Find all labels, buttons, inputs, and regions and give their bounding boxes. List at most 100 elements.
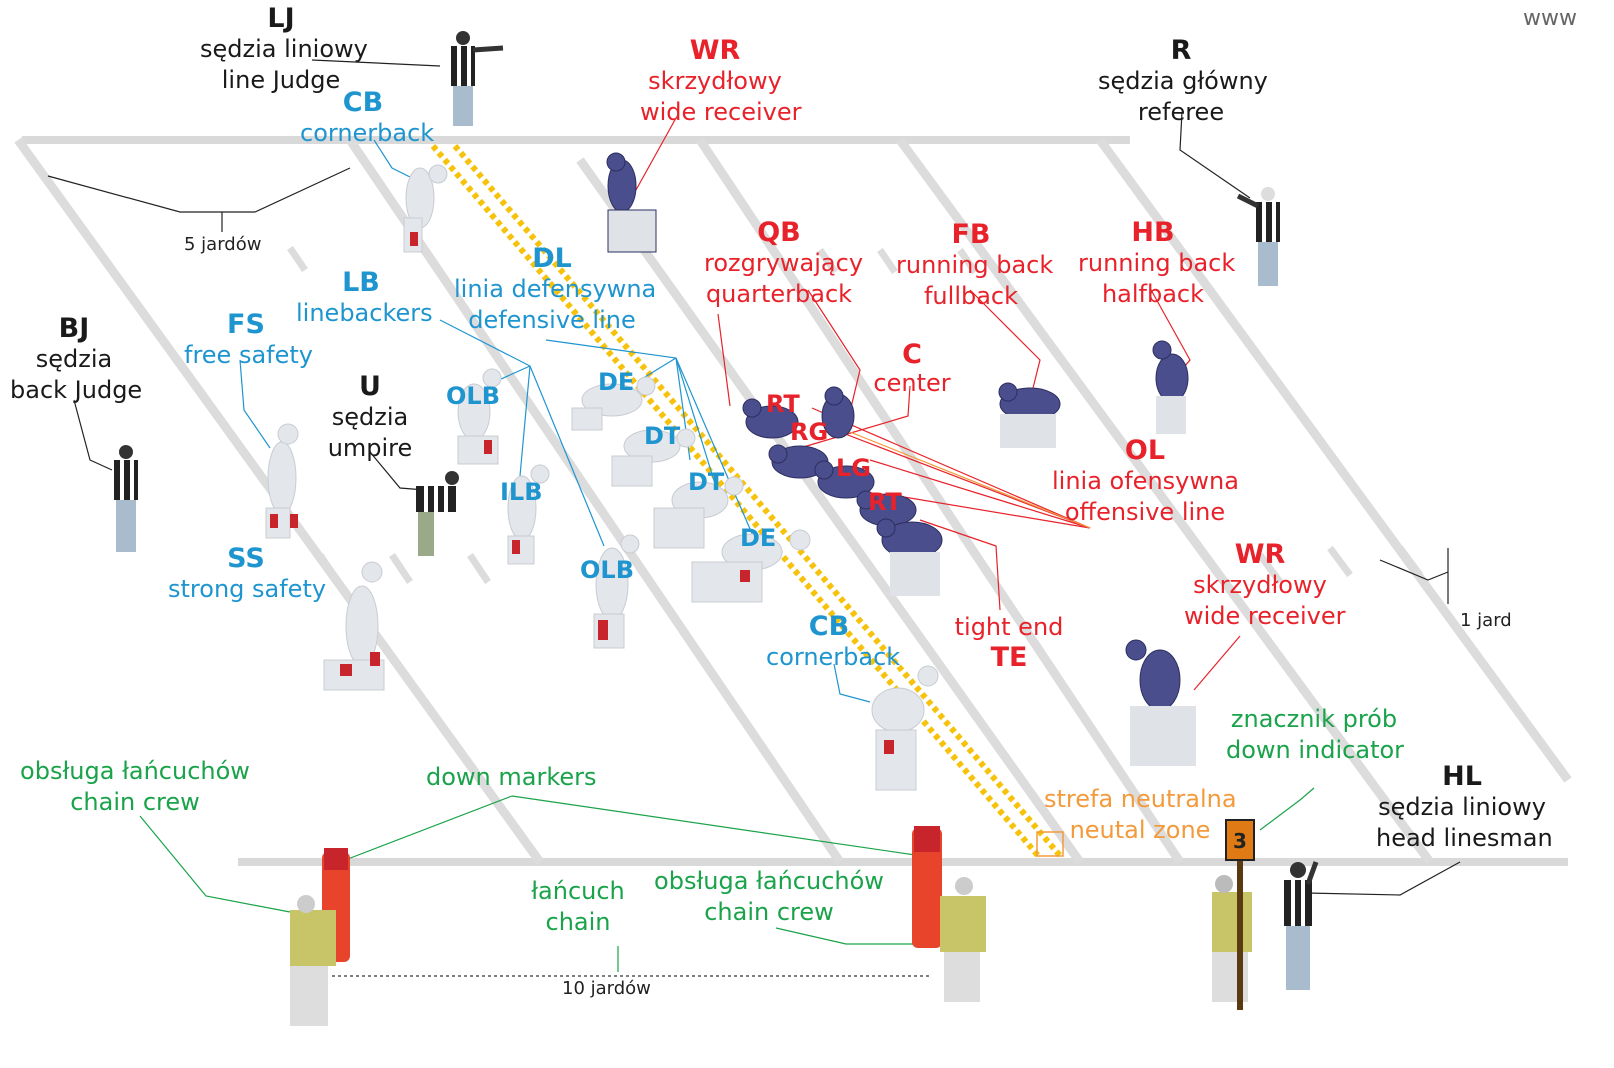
cb-bot-abbr: CB (808, 611, 850, 642)
crew-r-en: chain crew (704, 898, 834, 926)
center-label: C center (872, 339, 952, 397)
offense-pants (890, 396, 1196, 766)
head-linesman-label: HL sędzia liniowy head linesman (1376, 761, 1553, 854)
ol-label: OL linia ofensywna offensive line (1052, 436, 1239, 528)
umpire-label: U sędzia umpire (320, 372, 420, 464)
qb-label: QB rozgrywający quarterback (704, 217, 863, 310)
lj-en: line Judge (221, 66, 341, 94)
official-figures (114, 31, 1319, 990)
dl-abbr: DL (532, 243, 572, 274)
hb-line1: running back (1078, 249, 1236, 277)
c-abbr: C (902, 339, 922, 370)
ss-name: strong safety (168, 575, 327, 603)
tag-dt-top: DT (644, 422, 681, 450)
tag-olb-left: OLB (446, 382, 500, 410)
down-ind-pl: znacznik prób (1230, 705, 1398, 733)
wr-top-en: wide receiver (640, 98, 802, 126)
hl-pl: sędzia liniowy (1378, 793, 1546, 821)
cb-top-name: cornerback (300, 119, 435, 147)
te-name: tight end (954, 613, 1064, 641)
tag-dt-bottom: DT (688, 468, 725, 496)
hb-abbr: HB (1131, 217, 1175, 248)
fs-label: FS free safety (184, 309, 313, 371)
line-judge-label: LJ sędzia liniowy line Judge (200, 3, 368, 96)
wr-top-label: WR skrzydłowy wide receiver (640, 35, 802, 128)
wr-bottom-label: WR skrzydłowy wide receiver (1184, 539, 1346, 632)
hl-en: head linesman (1376, 824, 1553, 852)
neutral-en: neutal zone (1069, 816, 1211, 844)
r-en: referee (1137, 98, 1225, 126)
dl-pl: linia defensywna (454, 275, 657, 303)
tag-rt-top: RT (766, 390, 800, 418)
te-label: tight end TE (954, 612, 1064, 673)
neutral-zone-line-1 (430, 144, 1043, 860)
wr-top-abbr: WR (689, 35, 741, 66)
fb-line1: running back (896, 251, 1054, 279)
wr-bot-pl: skrzydłowy (1193, 571, 1327, 599)
lj-pl: sędzia liniowy (200, 35, 368, 63)
offense-figures (606, 152, 1189, 711)
referee-label: R sędzia główny referee (1098, 35, 1268, 128)
fb-line2: fullback (923, 282, 1019, 310)
crew-l-pl: obsługa łańcuchów (20, 757, 250, 785)
crew-r-pl: obsługa łańcuchów (654, 867, 884, 895)
fb-abbr: FB (951, 219, 991, 250)
tag-rg: RG (790, 418, 829, 446)
fs-name: free safety (184, 341, 313, 369)
offense-leaders (635, 117, 1241, 691)
chain-pl: łańcuch (531, 877, 625, 905)
r-abbr: R (1170, 35, 1192, 66)
defense-socks (270, 232, 894, 754)
down-markers-label: down markers (426, 763, 597, 791)
hl-abbr: HL (1442, 761, 1482, 792)
tag-olb-bottom: OLB (580, 556, 634, 584)
neutral-zone-line-2 (452, 144, 1065, 860)
neutral-zone-box (1036, 831, 1064, 857)
chain-crew-right-label: obsługa łańcuchów chain crew (654, 866, 884, 928)
tag-de-top: DE (598, 368, 635, 396)
cb-bot-name: cornerback (766, 643, 901, 671)
ten-yards-measure: 10 jardów (562, 978, 651, 999)
neutral-pl: strefa neutralna (1044, 785, 1237, 813)
five-yards-measure: 5 jardów (184, 234, 262, 255)
hash-marks (287, 246, 1423, 585)
ss-label: SS strong safety (168, 543, 327, 605)
chain-label: łańcuch chain (528, 876, 628, 938)
down-ind-en: down indicator (1226, 736, 1405, 764)
lb-label: LB linebackers (296, 267, 433, 329)
qb-abbr: QB (757, 217, 801, 248)
down-number: 3 (1233, 829, 1247, 853)
cb-top-abbr: CB (342, 87, 384, 118)
wr-bot-en: wide receiver (1184, 602, 1346, 630)
hb-line2: halfback (1101, 280, 1205, 308)
bj-en: back Judge (10, 376, 143, 404)
crew-l-en: chain crew (70, 788, 200, 816)
c-name: center (873, 369, 951, 397)
fs-abbr: FS (227, 309, 265, 340)
chain-en: chain (545, 908, 611, 936)
dl-en: defensive line (468, 306, 636, 334)
defense-figures (265, 164, 939, 791)
tag-de-bottom: DE (740, 524, 777, 552)
lj-abbr: LJ (267, 3, 295, 34)
tag-rt-bottom: RT (868, 488, 902, 516)
tag-ilb: ILB (500, 478, 543, 506)
r-pl: sędzia główny (1098, 67, 1268, 95)
chain-crew (290, 819, 1255, 1026)
cb-top-label: CB cornerback (300, 87, 435, 149)
crew-leaders (139, 787, 1315, 972)
cb-bottom-label: CB cornerback (766, 611, 901, 673)
official-leaders (47, 59, 1461, 896)
tag-lg: LG (836, 454, 871, 482)
chain-crew-left-label: obsługa łańcuchów chain crew (20, 756, 250, 818)
bj-pl: sędzia (35, 345, 113, 373)
hb-label: HB running back halfback (1078, 217, 1236, 310)
wr-top-pl: skrzydłowy (648, 67, 782, 95)
back-judge-label: BJ sędzia back Judge (10, 314, 143, 406)
ol-pl: linia ofensywna (1052, 467, 1239, 495)
lb-abbr: LB (342, 267, 380, 298)
wr-bot-abbr: WR (1234, 539, 1286, 570)
down-indicator-label: znacznik prób down indicator (1226, 704, 1405, 766)
neutral-zone-label: strefa neutralna neutal zone (1044, 784, 1237, 846)
ss-abbr: SS (227, 543, 265, 574)
